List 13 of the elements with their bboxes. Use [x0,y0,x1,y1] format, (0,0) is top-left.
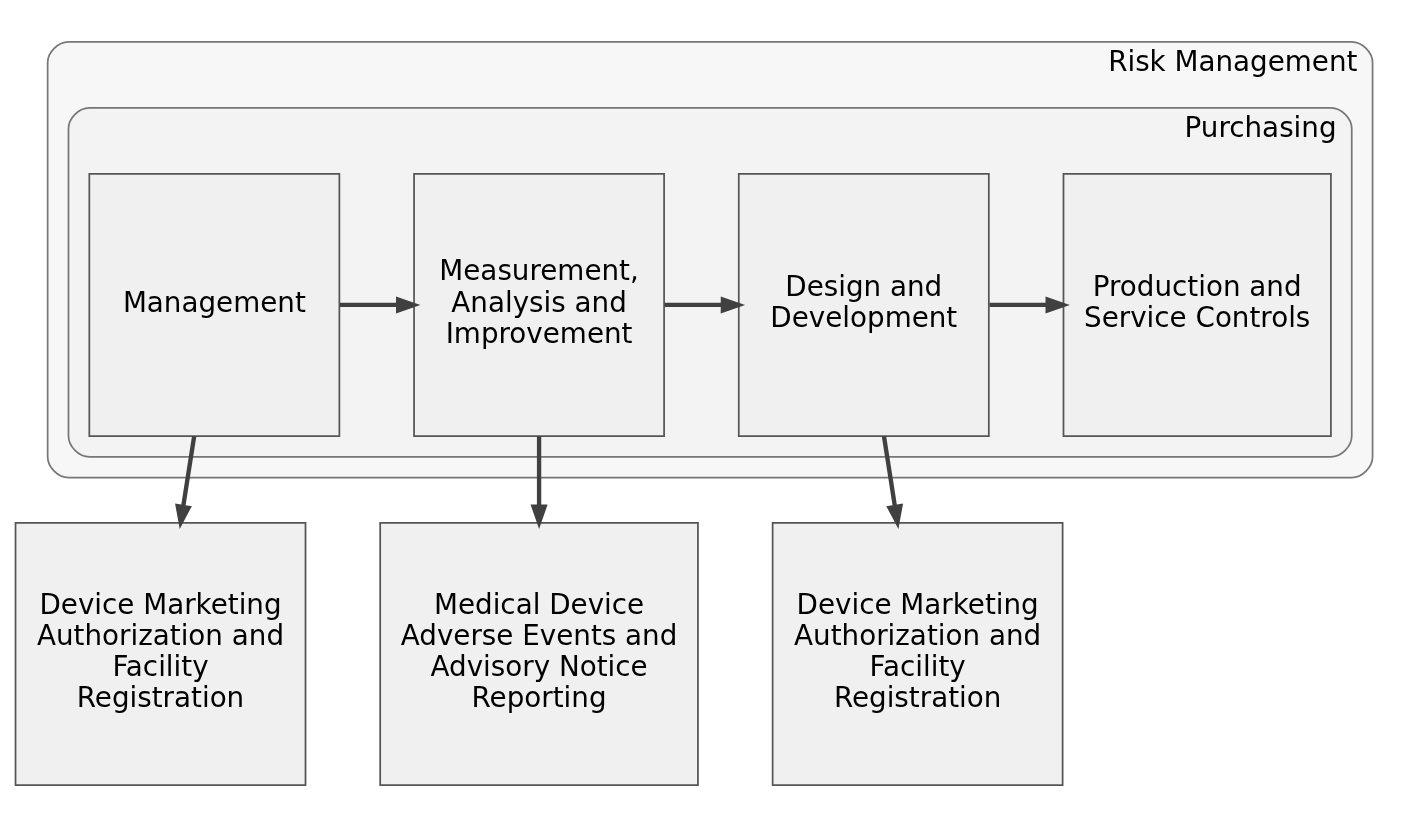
arrow [989,296,1070,314]
node-box: Design and Development [737,172,990,437]
arrow [530,436,548,529]
node-box: Device Marketing Authorization and Facility Registration [14,521,307,786]
node-box: Production and Service Controls [1062,172,1332,437]
node-box: Measurement, Analysis and Improvement [413,172,665,437]
arrow [664,296,746,314]
arrow [339,296,421,314]
arrow [881,436,904,529]
node-box: Medical Device Adverse Events and Advisory Notice Reporting [379,521,699,786]
node-box: Device Marketing Authorization and Facility Registration [771,521,1064,786]
arrow [175,436,197,529]
node-box: Management [88,172,341,437]
